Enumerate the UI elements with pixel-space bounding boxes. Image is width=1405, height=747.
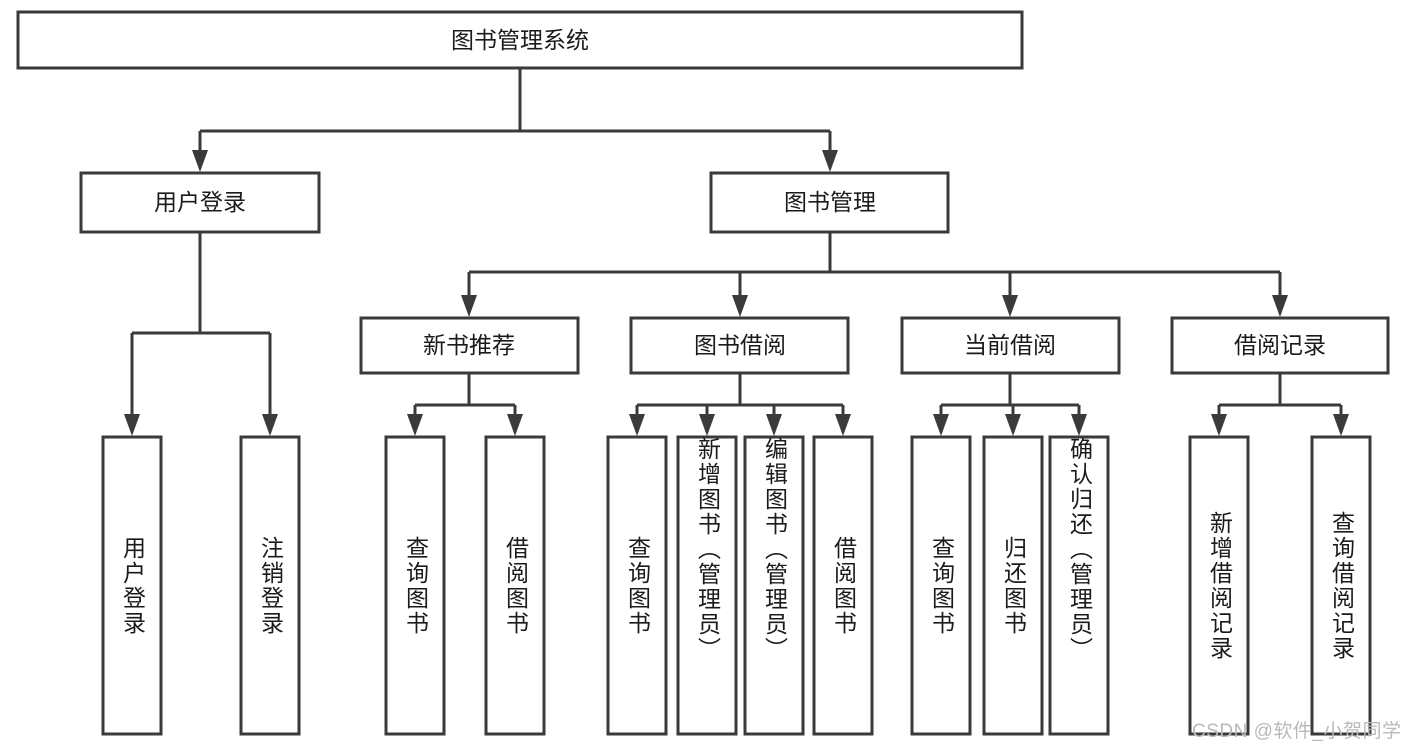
node-new-book-recommend-box[interactable]	[359, 316, 580, 375]
arrow-current-leaf-3	[1071, 414, 1087, 436]
leaf-box-user-logout[interactable]	[239, 435, 301, 736]
connector-group-root	[192, 68, 838, 172]
arrow-user-leaf-2	[262, 414, 278, 436]
connector-group-current-borrow	[933, 373, 1087, 436]
leaf-box-current-query-book[interactable]	[910, 435, 972, 736]
node-borrow-records[interactable]: 借阅记录	[1170, 316, 1390, 375]
node-current-borrow-label: 当前借阅	[964, 332, 1056, 358]
connector-group-borrow-records	[1211, 373, 1349, 436]
node-new-book-recommend-label: 新书推荐	[423, 332, 515, 358]
arrow-new-leaf-1	[407, 414, 423, 436]
arrow-borrow-leaf-2	[699, 414, 715, 436]
arrow-root-to-user	[192, 150, 208, 172]
arrow-current-leaf-2	[1005, 414, 1021, 436]
node-user-login-box[interactable]	[79, 171, 321, 234]
arrow-root-to-books	[822, 150, 838, 172]
node-current-borrow-box[interactable]	[900, 316, 1121, 375]
node-book-management-box[interactable]	[709, 171, 950, 234]
node-root-label: 图书管理系统	[451, 27, 589, 53]
node-current-borrow[interactable]: 当前借阅	[900, 316, 1121, 375]
node-user-login[interactable]: 用户登录	[79, 171, 321, 234]
leaf-box-current-confirm-return[interactable]	[1048, 435, 1110, 736]
leaf-box-new-borrow-book[interactable]	[484, 435, 546, 736]
node-book-borrow[interactable]: 图书借阅	[629, 316, 850, 375]
node-root[interactable]: 图书管理系统	[16, 10, 1024, 70]
arrow-records-leaf-2	[1333, 414, 1349, 436]
arrow-borrow-leaf-1	[629, 414, 645, 436]
csdn-watermark: CSDN @软件_小贺同学	[1192, 721, 1402, 742]
leaf-box-user-login[interactable]	[101, 435, 163, 736]
leaf-box-borrow-add-book[interactable]	[676, 435, 738, 736]
arrow-borrow-leaf-4	[835, 414, 851, 436]
node-book-management-label: 图书管理	[784, 189, 876, 215]
node-new-book-recommend[interactable]: 新书推荐	[359, 316, 580, 375]
node-book-management[interactable]: 图书管理	[709, 171, 950, 234]
arrow-books-to-current	[1002, 295, 1018, 317]
leaf-box-borrow-lend-book[interactable]	[812, 435, 874, 736]
node-book-borrow-box[interactable]	[629, 316, 850, 375]
node-book-borrow-label: 图书借阅	[694, 332, 786, 358]
connector-group-book-borrow	[629, 373, 851, 436]
leaf-box-borrow-edit-book[interactable]	[743, 435, 805, 736]
leaf-box-records-query[interactable]	[1310, 435, 1372, 736]
arrow-books-to-borrow	[732, 295, 748, 317]
arrow-records-leaf-1	[1211, 414, 1227, 436]
arrow-borrow-leaf-3	[766, 414, 782, 436]
node-user-login-label: 用户登录	[154, 189, 246, 215]
arrow-new-leaf-2	[507, 414, 523, 436]
arrow-user-leaf-1	[124, 414, 140, 436]
node-borrow-records-label: 借阅记录	[1234, 332, 1326, 358]
leaf-box-borrow-query-book[interactable]	[606, 435, 668, 736]
leaf-box-current-return-book[interactable]	[982, 435, 1044, 736]
connector-group-user-login	[124, 232, 278, 436]
connector-group-book-management	[461, 232, 1288, 317]
arrow-books-to-records	[1272, 295, 1288, 317]
leaf-box-records-add[interactable]	[1188, 435, 1250, 736]
arrow-books-to-new	[461, 295, 477, 317]
connector-group-new-books	[407, 373, 523, 436]
leaf-box-new-query-book[interactable]	[384, 435, 446, 736]
node-root-box[interactable]	[16, 10, 1024, 70]
arrow-current-leaf-1	[933, 414, 949, 436]
node-borrow-records-box[interactable]	[1170, 316, 1390, 375]
